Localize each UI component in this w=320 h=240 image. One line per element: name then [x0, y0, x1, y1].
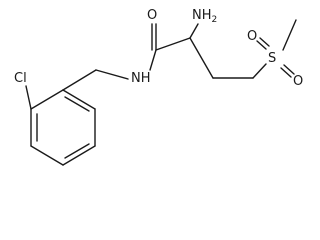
benzene-ring [30, 89, 96, 166]
nh-to-carbonyl-bond [149, 49, 157, 71]
sulfur-label: S [268, 51, 276, 66]
alpha-to-beta-bond [189, 37, 214, 79]
sulfonyl-oxygen-lower-label: O [293, 74, 303, 89]
ring-bond [30, 89, 64, 110]
sulfonyl-double-bond [283, 64, 295, 75]
carbonyl-oxygen-label: O [147, 8, 157, 23]
chemical-structure: O NH2 NH S O O Cl [14, 8, 303, 166]
amine-symbol: NH [192, 8, 212, 23]
sulfonyl-double-bond [280, 67, 292, 78]
sulfonyl-oxygen-upper-label: O [247, 29, 257, 44]
ring-double-bond [64, 96, 90, 112]
ring-bond [62, 89, 96, 110]
carbonyl-to-alpha-bond [155, 37, 191, 51]
ring-bond [30, 145, 64, 166]
amine-subscript: 2 [212, 15, 218, 25]
ring-double-bond [64, 143, 90, 159]
chlorine-bond [25, 85, 32, 110]
sulfonyl-double-bond [256, 40, 267, 50]
ch2-to-nh-bond [95, 69, 129, 80]
ring-to-ch2-bond [62, 69, 97, 91]
sulfur-methyl-bond [282, 19, 297, 51]
amine-label: NH2 [192, 8, 217, 25]
amide-nh-label: NH [131, 71, 151, 86]
ring-bond [62, 145, 96, 166]
sulfonyl-double-bond [259, 37, 270, 47]
chlorine-label: Cl [14, 71, 27, 86]
gamma-to-sulfur-bond [252, 63, 267, 79]
alpha-to-amine-bond [189, 23, 199, 39]
